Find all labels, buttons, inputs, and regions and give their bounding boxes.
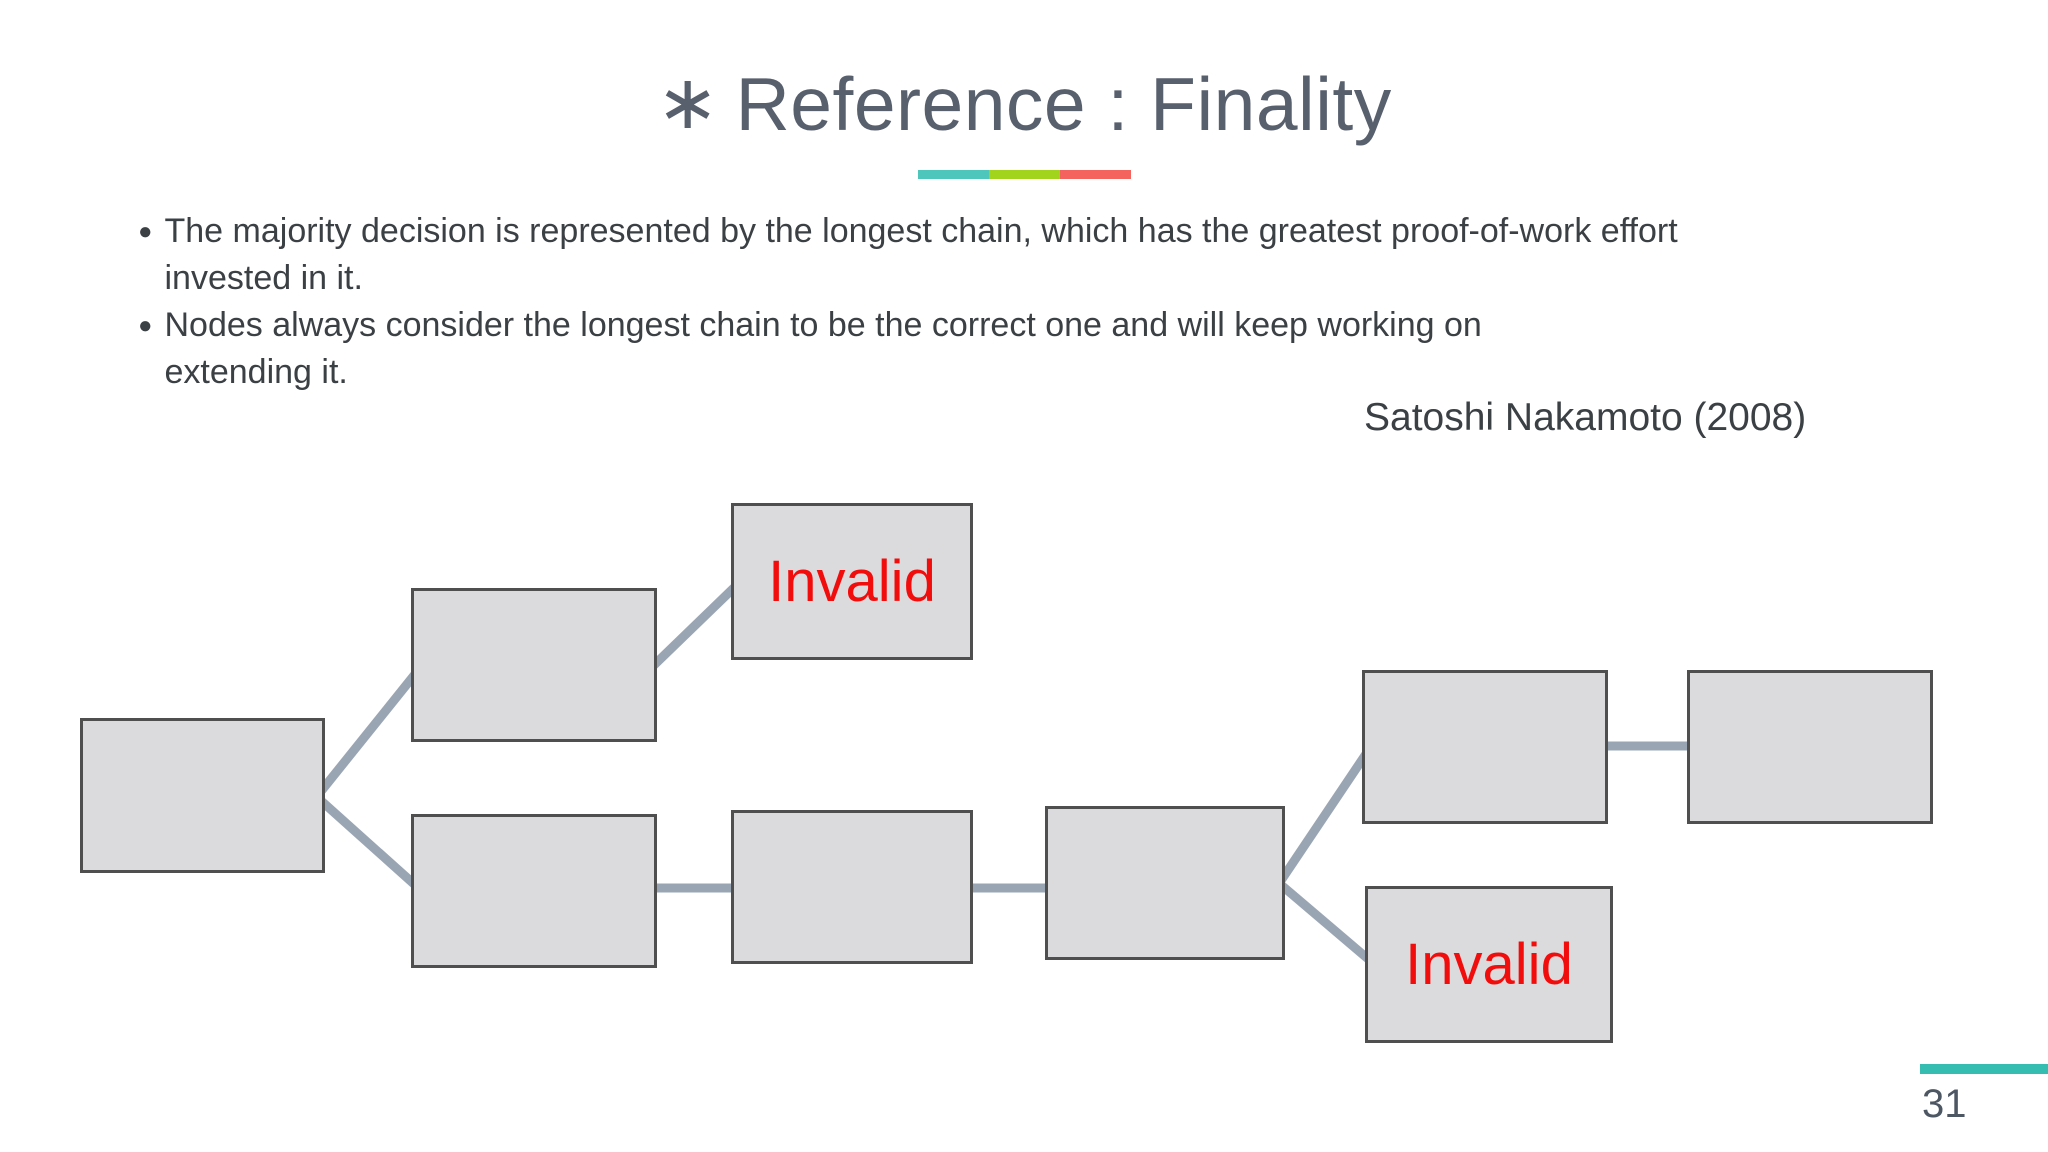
underline-segment-red — [1060, 170, 1131, 179]
block-chain-a — [411, 814, 657, 968]
underline-segment-green — [989, 170, 1060, 179]
bullet-item: ● The majority decision is represented b… — [138, 208, 1678, 302]
bullet-line: extending it. — [164, 353, 348, 391]
slide-title-text: Reference : Finality — [735, 62, 1392, 146]
block-invalid-top: Invalid — [731, 503, 973, 660]
bullet-dot: ● — [138, 218, 153, 245]
title-underline — [918, 170, 1131, 179]
block-chain-e — [1687, 670, 1933, 824]
connector-genesis-forkupper — [314, 660, 428, 798]
block-chain-c — [1045, 806, 1285, 960]
page-accent-bar — [1920, 1064, 2048, 1074]
block-genesis — [80, 718, 325, 873]
invalid-label: Invalid — [1405, 931, 1573, 997]
bullet-text: The majority decision is represented by … — [165, 208, 1678, 302]
bullet-line: invested in it. — [164, 259, 363, 297]
block-fork-upper — [411, 588, 657, 742]
invalid-label: Invalid — [768, 548, 936, 614]
underline-segment-teal — [918, 170, 989, 179]
connector-forkupper-invalidtop — [646, 576, 746, 673]
connector-genesis-chaina — [314, 794, 428, 897]
connector-chainc-invalidbottom — [1277, 880, 1377, 968]
title-asterisk: ∗ — [656, 60, 720, 144]
connector-chainc-chaind — [1276, 742, 1376, 885]
bullet-dot: ● — [138, 312, 153, 339]
attribution: Satoshi Nakamoto (2008) — [1364, 396, 1807, 439]
bullet-line: The majority decision is represented by … — [164, 212, 1678, 250]
bullet-item: ● Nodes always consider the longest chai… — [138, 302, 1678, 396]
block-chain-b — [731, 810, 973, 964]
block-chain-d — [1362, 670, 1608, 824]
block-invalid-bottom: Invalid — [1365, 886, 1613, 1043]
slide-title: ∗Reference : Finality — [0, 58, 2048, 150]
page-number: 31 — [1922, 1082, 1967, 1126]
bullet-line: Nodes always consider the longest chain … — [164, 306, 1482, 344]
bullet-text: Nodes always consider the longest chain … — [165, 302, 1482, 396]
bullet-list: ● The majority decision is represented b… — [138, 208, 1678, 396]
